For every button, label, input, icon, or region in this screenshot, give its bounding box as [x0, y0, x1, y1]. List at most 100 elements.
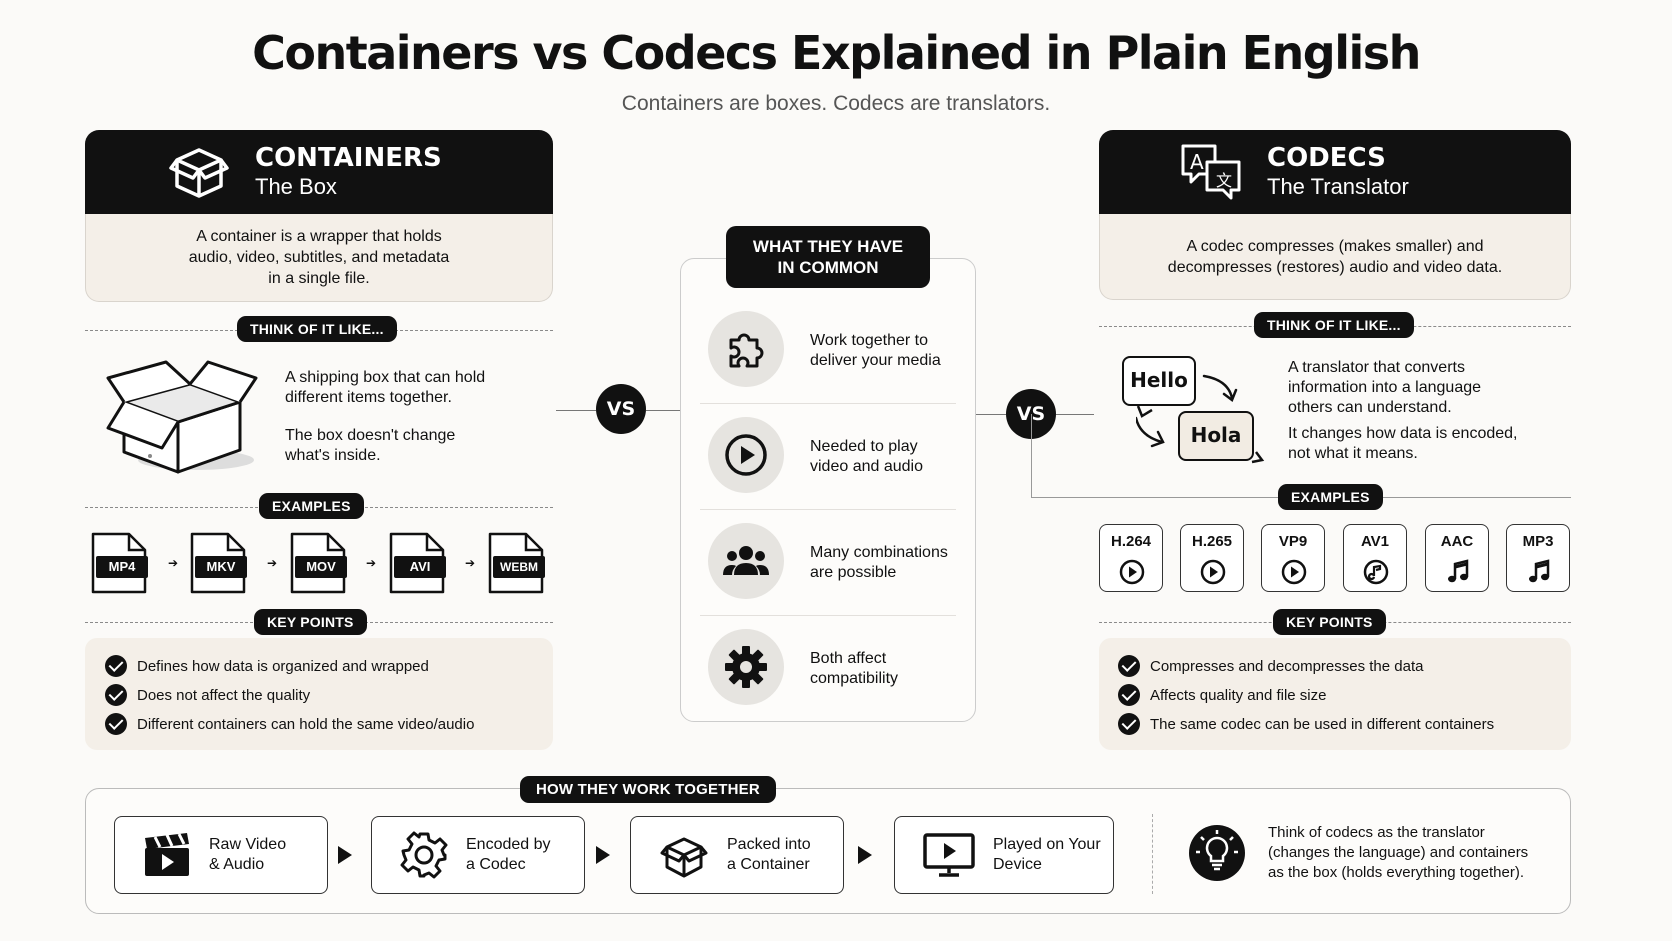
file-example-label: MKV — [195, 556, 247, 578]
codecs-subtitle: The Translator — [1267, 174, 1409, 199]
check-icon — [105, 684, 127, 706]
workflow-step-play: Played on Your Device — [894, 816, 1114, 894]
separator — [700, 615, 956, 616]
common-item-text: Needed to play video and audio — [810, 438, 923, 475]
check-icon — [105, 655, 127, 677]
play-icon — [1281, 559, 1307, 585]
common-item-text: Many combinations are possible — [810, 544, 948, 581]
separator — [700, 403, 956, 404]
speech-bubble-hello: Hello — [1122, 356, 1196, 406]
play-icon — [1200, 559, 1226, 585]
file-example-mov: MOV — [284, 532, 350, 594]
connector-line — [556, 410, 596, 411]
swap-arrows-icon — [1136, 374, 1265, 464]
workflow-tip: Think of codecs as the translator (chang… — [1268, 824, 1529, 881]
codecs-think-label: THINK OF IT LIKE... — [1254, 312, 1414, 338]
containers-subtitle: The Box — [255, 174, 337, 199]
gear-icon — [400, 831, 448, 879]
key-point: Different containers can hold the same v… — [105, 713, 474, 735]
page-title: Containers vs Codecs Explained in Plain … — [252, 26, 1421, 80]
containers-examples-label: EXAMPLES — [259, 493, 364, 519]
codecs-think-text: A translator that converts information i… — [1288, 359, 1482, 416]
arrow-right-icon — [596, 846, 610, 864]
check-icon — [1118, 655, 1140, 677]
common-item-icon — [708, 417, 784, 493]
codecs-think-text-2: It changes how data is encoded, not what… — [1288, 425, 1518, 462]
arrow-right-icon — [338, 846, 352, 864]
svg-text:文: 文 — [1216, 171, 1232, 190]
translate-icon: A 文 — [1181, 144, 1241, 200]
connector-line — [646, 410, 680, 411]
gear-icon — [725, 646, 767, 688]
play-icon — [725, 434, 767, 476]
file-example-webm: WEBM — [482, 532, 548, 594]
codec-example-av1: AV1 — [1343, 524, 1407, 592]
common-item-text: Both affect compatibility — [810, 650, 899, 687]
connector-line — [1031, 414, 1032, 498]
page-subtitle: Containers are boxes. Codecs are transla… — [621, 92, 1051, 115]
puzzle-icon — [729, 333, 764, 368]
workflow-step-pack: Packed into a Container — [630, 816, 844, 894]
workflow-step-raw: Raw Video & Audio — [114, 816, 328, 894]
separator — [700, 509, 956, 510]
separator — [1152, 814, 1153, 894]
file-example-label: MOV — [295, 556, 347, 578]
speech-bubble-hola: Hola — [1178, 411, 1254, 461]
vs-badge-right: VS — [1006, 389, 1056, 439]
arrow-icon: ➔ — [168, 556, 179, 570]
key-point: The same codec can be used in different … — [1118, 713, 1494, 735]
containers-key-points-label: KEY POINTS — [254, 609, 367, 635]
codec-example-h265: H.265 — [1180, 524, 1244, 592]
key-point: Defines how data is organized and wrappe… — [105, 655, 429, 677]
music-disc-icon — [1363, 559, 1389, 585]
svg-text:A: A — [1190, 150, 1204, 174]
arrow-right-icon — [858, 846, 872, 864]
box-icon — [169, 148, 229, 198]
common-item-icon — [708, 311, 784, 387]
codecs-header: A 文 CODECS The Translator — [1099, 130, 1571, 214]
common-title: WHAT THEY HAVE IN COMMON — [726, 226, 930, 288]
containers-description: A container is a wrapper that holds audi… — [85, 214, 553, 302]
vs-badge-left: VS — [596, 384, 646, 434]
music-note-icon — [1529, 559, 1550, 583]
codec-example-aac: AAC — [1425, 524, 1489, 592]
file-example-label: WEBM — [493, 556, 545, 578]
codecs-key-points — [1099, 638, 1571, 750]
codecs-key-points-label: KEY POINTS — [1273, 609, 1386, 635]
music-note-icon — [1448, 559, 1469, 583]
containers-key-points — [85, 638, 553, 750]
codec-example-vp9: VP9 — [1261, 524, 1325, 592]
file-example-mkv: MKV — [184, 532, 250, 594]
people-icon — [723, 546, 769, 575]
lightbulb-icon — [1189, 825, 1245, 881]
check-icon — [1118, 713, 1140, 735]
codecs-description: A codec compresses (makes smaller) and d… — [1099, 214, 1571, 300]
containers-think-label: THINK OF IT LIKE... — [237, 316, 397, 342]
connector-line — [1056, 414, 1094, 415]
arrow-icon: ➔ — [366, 556, 377, 570]
workflow-step-encode: Encoded by a Codec — [371, 816, 585, 894]
clapperboard-icon — [145, 833, 189, 876]
common-item-text: Work together to deliver your media — [810, 332, 941, 369]
key-point: Compresses and decompresses the data — [1118, 655, 1423, 677]
box-icon — [660, 837, 708, 878]
arrow-icon: ➔ — [465, 556, 476, 570]
file-example-label: AVI — [394, 556, 446, 578]
common-item-icon — [708, 629, 784, 705]
arrow-icon: ➔ — [267, 556, 278, 570]
play-icon — [1119, 559, 1145, 585]
key-point: Affects quality and file size — [1118, 684, 1326, 706]
check-icon — [1118, 684, 1140, 706]
monitor-play-icon — [923, 833, 975, 877]
workflow-label: HOW THEY WORK TOGETHER — [520, 776, 776, 803]
common-item-icon — [708, 523, 784, 599]
key-point: Does not affect the quality — [105, 684, 310, 706]
containers-title: CONTAINERS — [255, 143, 442, 173]
file-example-mp4: MP4 — [85, 532, 151, 594]
containers-header: CONTAINERS The Box — [85, 130, 553, 214]
connector-line — [976, 414, 1006, 415]
codecs-title: CODECS — [1267, 143, 1386, 173]
file-example-avi: AVI — [383, 532, 449, 594]
codec-example-h264: H.264 — [1099, 524, 1163, 592]
open-box-illustration — [106, 360, 258, 474]
